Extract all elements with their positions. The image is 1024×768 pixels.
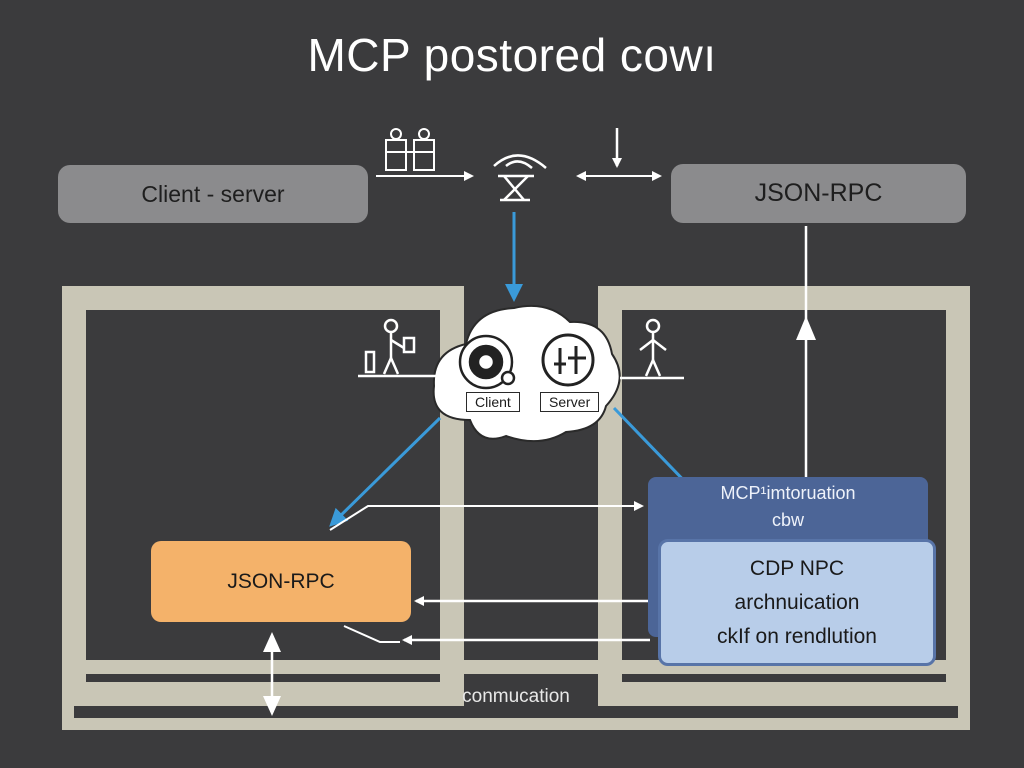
cdp-box-line3: ckIf on rendlution bbox=[717, 624, 877, 648]
mcp-box-line1: MCP¹imtoruation bbox=[720, 483, 856, 503]
person-icon bbox=[620, 318, 684, 380]
blue-arrow-to-json-rpc bbox=[329, 416, 442, 527]
cloud-server-label: Server bbox=[540, 392, 600, 412]
diagram-title: MCP postored cowı bbox=[307, 29, 717, 81]
bottom-arrow-down bbox=[263, 696, 281, 716]
cloud-client-label: Client bbox=[466, 392, 520, 412]
json-rpc-top-box: JSON-RPC bbox=[671, 164, 966, 223]
bottom-arrow-up bbox=[263, 632, 281, 652]
vertical-arrow-up bbox=[796, 316, 816, 340]
json-rpc-box: JSON-RPC bbox=[151, 541, 411, 622]
people-icon bbox=[385, 128, 435, 171]
arrow-to-mcp-box bbox=[329, 501, 644, 531]
plus-icon bbox=[541, 333, 595, 387]
mcp-box-line2: cbw bbox=[771, 510, 804, 530]
person-with-laptop-icon bbox=[358, 318, 436, 378]
client-server-box: Client - server bbox=[58, 165, 368, 223]
right-frame bbox=[598, 286, 970, 706]
cdp-box-line1: CDP NPC bbox=[749, 556, 845, 580]
globe-icon bbox=[458, 334, 516, 390]
left-frame bbox=[62, 286, 464, 706]
satellite-dish-icon bbox=[493, 154, 547, 202]
cdp-box-line2: archnuication bbox=[734, 590, 860, 614]
arrow-back-hook bbox=[343, 625, 400, 643]
cdp-box: CDP NPC archnuication ckIf on rendlution bbox=[658, 539, 936, 666]
communication-label: conmucation bbox=[462, 686, 570, 707]
bottom-bar-frame bbox=[62, 660, 970, 730]
